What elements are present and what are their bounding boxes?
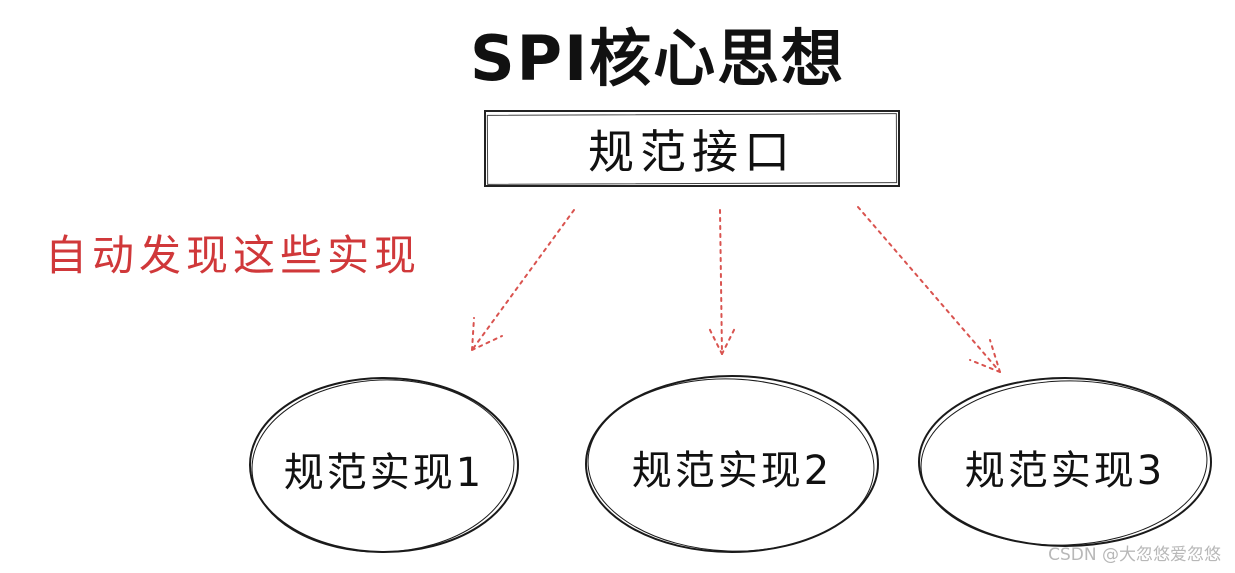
impl-2-node: 规范实现2 [586, 376, 878, 552]
impl-3-label: 规范实现3 [964, 448, 1166, 494]
impl-3-ellipse [918, 377, 1212, 547]
arrow-head-1 [471, 317, 503, 351]
watermark: CSDN @大忽悠爱忽悠 [1048, 545, 1221, 565]
arrow-to-impl-3 [857, 206, 1001, 373]
diagram-title: SPI核心思想 [470, 22, 846, 95]
impl-2-ellipse [585, 375, 879, 553]
impl-3-node: 规范实现3 [919, 378, 1211, 546]
impl-1-label: 规范实现1 [283, 450, 485, 496]
arrow-to-impl-1 [471, 209, 575, 351]
arrow-head-3 [969, 339, 1001, 373]
impl-1-node: 规范实现1 [250, 378, 518, 552]
arrow-to-impl-2 [719, 209, 723, 355]
discovery-annotation: 自动发现这些实现 [45, 231, 422, 280]
arrow-head-2 [707, 325, 737, 355]
interface-box: 规范接口 [484, 110, 900, 187]
interface-label: 规范接口 [588, 124, 796, 179]
impl-2-label: 规范实现2 [631, 448, 833, 494]
